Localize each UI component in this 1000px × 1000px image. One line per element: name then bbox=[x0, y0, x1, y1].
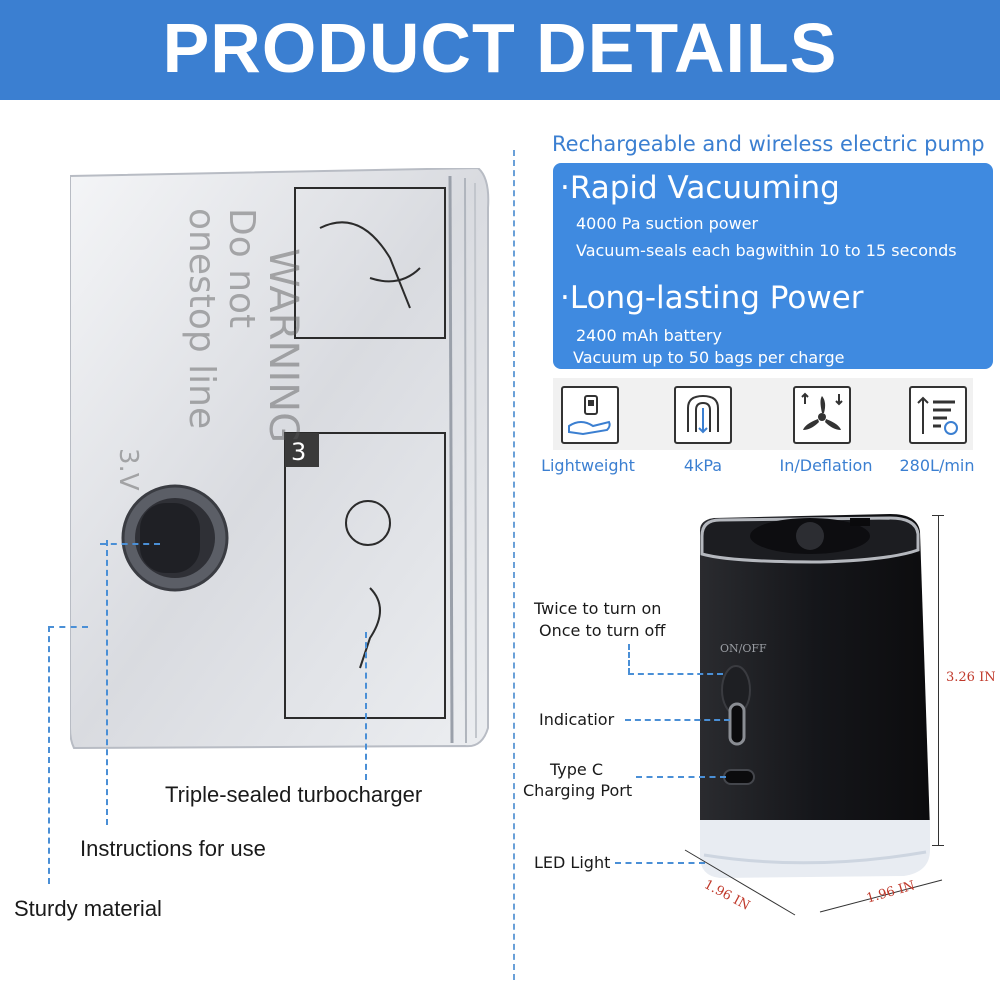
label-indicator: Indicatior bbox=[539, 710, 615, 729]
step-number: 3 bbox=[291, 438, 306, 466]
material-label: Sturdy material bbox=[14, 896, 162, 921]
header-banner: PRODUCT DETAILS bbox=[0, 0, 1000, 100]
feature-box bbox=[553, 163, 993, 369]
indicator-leader bbox=[625, 719, 730, 721]
label-charging-port: Charging Port bbox=[523, 781, 633, 800]
power-leader-h bbox=[628, 673, 723, 675]
icon-label-deflation: In/Deflation bbox=[779, 456, 873, 475]
bag-print-warning: WARNING bbox=[260, 248, 306, 443]
icon-strip bbox=[553, 378, 973, 450]
label-type-c: Type C bbox=[550, 760, 604, 779]
material-leader-v bbox=[48, 626, 50, 884]
suction-icon bbox=[674, 386, 732, 444]
port-leader bbox=[636, 776, 726, 778]
label-twice-on: Twice to turn on bbox=[534, 599, 662, 618]
bag-print-onestop: onestop line bbox=[181, 208, 222, 429]
power-leader-v bbox=[628, 644, 630, 674]
height-dimension-line bbox=[938, 515, 939, 845]
pump-charging-port[interactable] bbox=[724, 770, 754, 784]
airflow-icon bbox=[909, 386, 967, 444]
turbocharger-leader bbox=[100, 543, 160, 545]
turbocharger-leader-v bbox=[365, 632, 367, 780]
feature-line: 4000 Pa suction power bbox=[576, 214, 759, 233]
label-led-light: LED Light bbox=[534, 853, 611, 872]
label-once-off: Once to turn off bbox=[539, 621, 666, 640]
dimension-height: 3.26 IN bbox=[946, 670, 996, 685]
page-title: PRODUCT DETAILS bbox=[162, 9, 838, 87]
turbocharger-label: Triple-sealed turbocharger bbox=[165, 782, 423, 807]
feature-line: Vacuum-seals each bagwithin 10 to 15 sec… bbox=[576, 241, 957, 260]
feature-line: 2400 mAh battery bbox=[576, 326, 722, 345]
feature-line: Vacuum up to 50 bags per charge bbox=[573, 348, 845, 367]
bag-print-step: 3.V bbox=[113, 448, 143, 491]
pump-subtitle: Rechargeable and wireless electric pump bbox=[552, 132, 985, 156]
pump-power-button[interactable] bbox=[722, 666, 750, 714]
led-leader bbox=[615, 862, 705, 864]
base-dimension-lines bbox=[684, 849, 943, 916]
fan-icon bbox=[793, 386, 851, 444]
electric-pump-image: ON/OFF bbox=[700, 514, 930, 878]
hand-weight-icon bbox=[561, 386, 619, 444]
instructions-label: Instructions for use bbox=[80, 836, 266, 861]
height-dimension-cap-top bbox=[932, 515, 944, 516]
pump-button-text: ON/OFF bbox=[720, 642, 767, 655]
feature-title-vacuuming: ·Rapid Vacuuming bbox=[560, 170, 840, 206]
instructions-leader bbox=[106, 540, 108, 825]
feature-title-power: ·Long-lasting Power bbox=[560, 280, 864, 316]
center-divider bbox=[513, 150, 515, 980]
bag-print-do-not: Do not bbox=[221, 208, 262, 328]
icon-label-lightweight: Lightweight bbox=[541, 456, 635, 475]
height-dimension-cap-bottom bbox=[932, 845, 944, 846]
vacuum-bag-image: 3 WARNING Do not onestop line 3.V bbox=[70, 168, 490, 750]
icon-label-suction: 4kPa bbox=[683, 456, 723, 475]
material-leader-h bbox=[48, 626, 88, 628]
icon-label-airflow: 280L/min bbox=[899, 456, 975, 475]
